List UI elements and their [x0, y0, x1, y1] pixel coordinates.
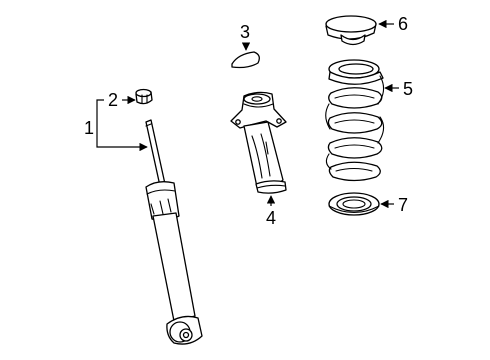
upper-mount-boot-tube — [243, 121, 284, 189]
coil-spring — [325, 59, 385, 182]
shock-absorber-rod — [145, 119, 166, 187]
callout-5: 5 — [384, 79, 413, 99]
shock-absorber-lower-mount — [166, 315, 203, 345]
callout-3: 3 — [240, 22, 251, 51]
callout-5-label: 5 — [403, 79, 413, 99]
upper-mount-boot — [230, 91, 287, 194]
dust-cap — [231, 51, 260, 69]
callout-2: 2 — [108, 90, 136, 110]
shock-absorber — [145, 119, 203, 345]
upper-spring-seat — [325, 15, 377, 46]
callout-1-label: 1 — [84, 118, 94, 138]
shock-absorber-tube — [152, 212, 196, 322]
callout-4-label: 4 — [266, 208, 276, 228]
callout-7: 7 — [380, 195, 408, 215]
bump-stop-nut — [135, 88, 153, 105]
callout-7-label: 7 — [398, 195, 408, 215]
callout-6-label: 6 — [398, 14, 408, 34]
callout-6: 6 — [378, 14, 408, 34]
callout-1: 1 — [84, 99, 147, 147]
lower-spring-seat — [328, 192, 380, 216]
callout-2-label: 2 — [108, 90, 118, 110]
callout-1-leader — [96, 99, 147, 147]
callout-4: 4 — [266, 195, 276, 228]
callout-3-label: 3 — [240, 22, 250, 42]
